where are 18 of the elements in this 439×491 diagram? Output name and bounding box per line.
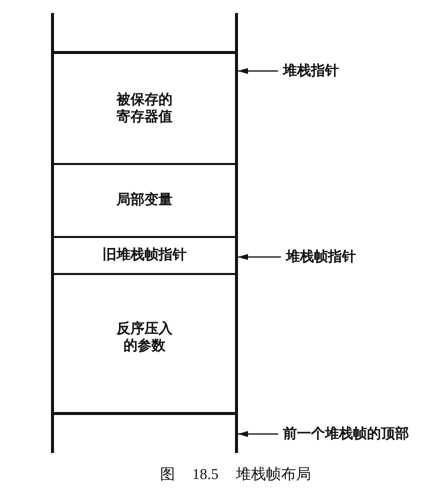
stack-slot: [51, 165, 238, 238]
stack-slot: [51, 13, 238, 53]
slot-label: 反序压入的参数: [115, 320, 174, 354]
figure-caption: 图 18.5 堆栈帧布局: [160, 466, 311, 484]
arrow: [238, 68, 278, 74]
pointer-label: 前一个堆栈帧的顶部: [283, 425, 409, 443]
slot-label: 被保存的寄存器值: [115, 92, 174, 126]
slot-label: 局部变量: [116, 192, 172, 209]
stack-slot: [51, 415, 238, 453]
pointer-label: 堆栈指针: [283, 62, 339, 80]
stack-slot: [51, 54, 238, 165]
stack-slot: [51, 238, 238, 275]
slot-label: 旧堆栈帧指针: [102, 247, 186, 264]
arrow: [238, 254, 281, 260]
pointer-label: 堆栈帧指针: [286, 248, 356, 266]
stack-slot: [51, 275, 238, 412]
stack-frame: [51, 51, 238, 415]
arrow: [238, 431, 278, 437]
